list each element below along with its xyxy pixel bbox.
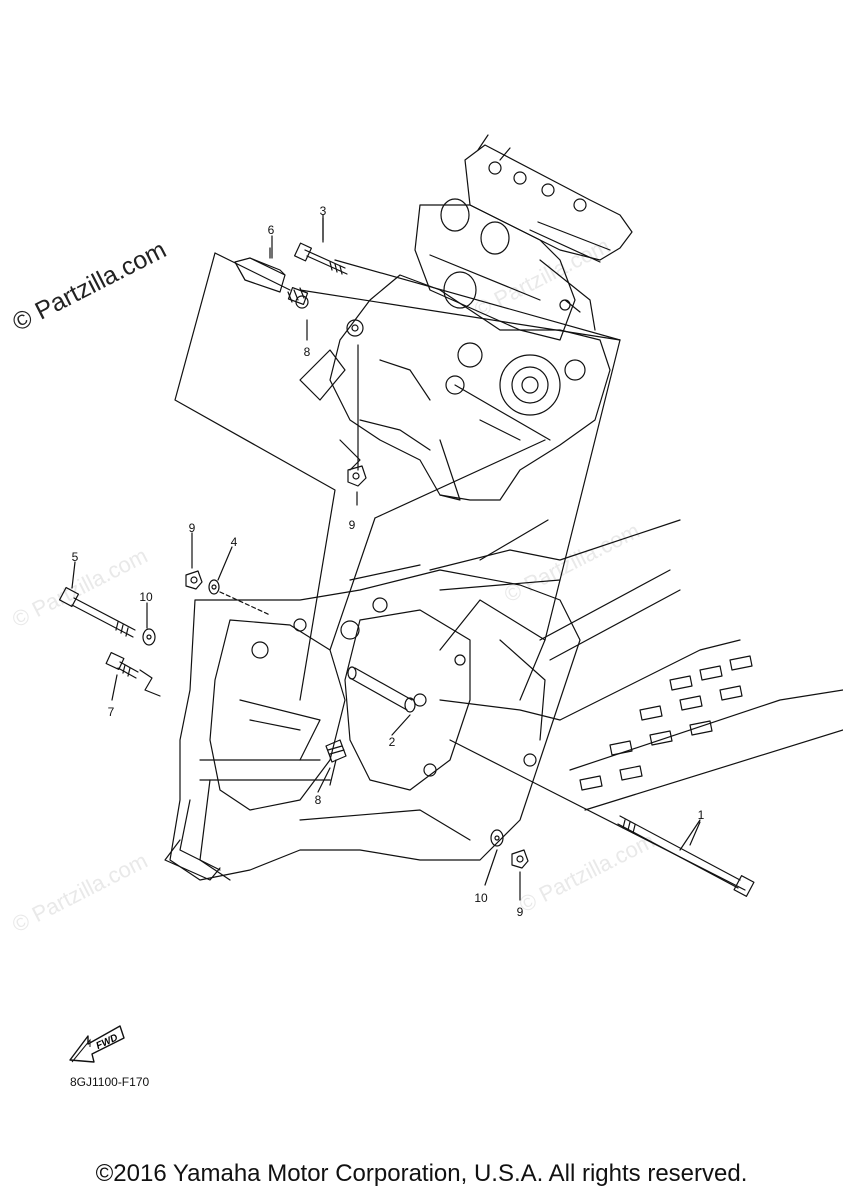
part-3-bolt [294, 242, 348, 275]
callout-1: 1 [697, 808, 705, 822]
callout-9-upper: 9 [348, 518, 356, 532]
callout-10-right: 10 [474, 891, 488, 905]
frame-assembly [164, 519, 843, 881]
callout-4: 4 [230, 535, 238, 549]
part-1-bolt [449, 739, 755, 897]
callout-5: 5 [71, 550, 79, 564]
callout-3: 3 [319, 204, 327, 218]
part-5-bolt [58, 586, 136, 638]
part-9-nut-right [511, 849, 529, 901]
callout-9-right: 9 [516, 905, 524, 919]
callout-8-lower: 8 [314, 793, 322, 807]
callout-2: 2 [388, 735, 396, 749]
part-9-nut-left [185, 570, 203, 590]
part-10-washer-right [484, 829, 504, 886]
part-10-washer-left [142, 628, 156, 646]
part-7-bolt [105, 652, 161, 697]
engine-assembly [299, 134, 633, 501]
callout-7: 7 [107, 705, 115, 719]
callout-10-left: 10 [139, 590, 153, 604]
part-9-nut-upper [347, 465, 367, 487]
part-8-collar-lower [325, 739, 347, 786]
callout-8-upper: 8 [303, 345, 311, 359]
part-4-washer [208, 579, 271, 616]
copyright-notice: ©2016 Yamaha Motor Corporation, U.S.A. A… [95, 1160, 748, 1187]
fwd-arrow-icon: FWD [69, 1025, 125, 1063]
fwd-label: FWD [94, 1032, 119, 1052]
part-8-collar-upper [287, 287, 309, 309]
callout-6: 6 [267, 223, 275, 237]
part-2-sleeve [347, 666, 416, 713]
leader-lines-upper [174, 217, 621, 701]
diagram-code: 8GJ1100-F170 [70, 1075, 150, 1089]
part-6-bracket [234, 257, 286, 293]
callout-9-left: 9 [188, 521, 196, 535]
